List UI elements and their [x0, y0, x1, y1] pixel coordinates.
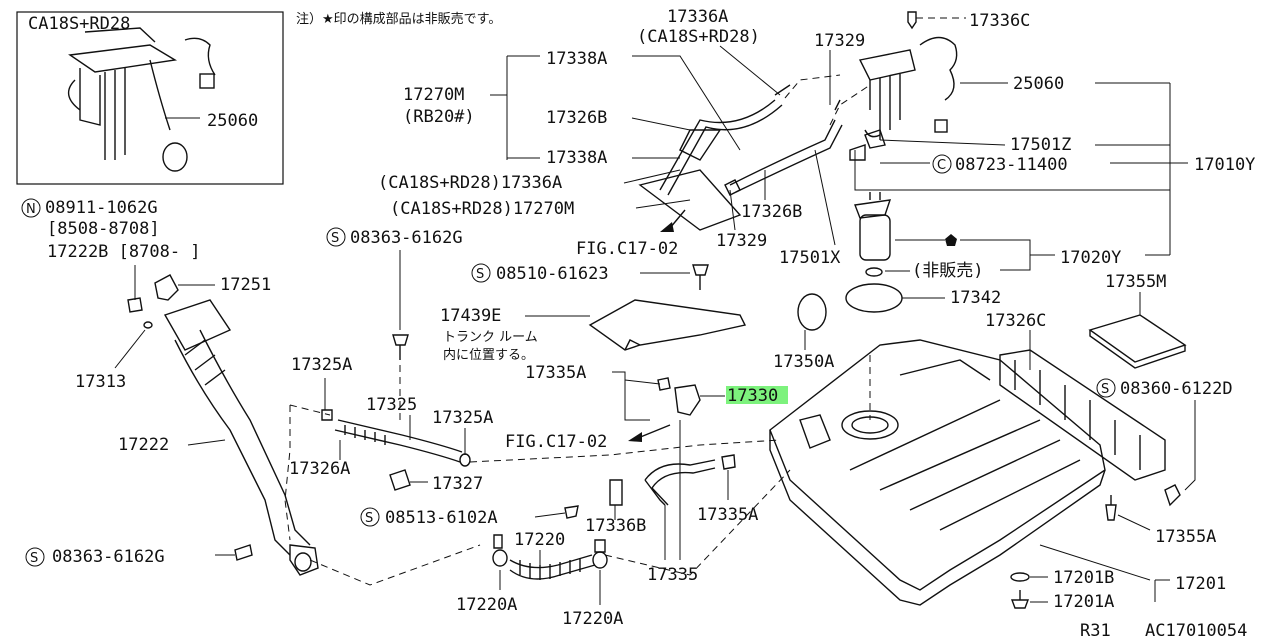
label-08513-6102A: 08513-6102A	[385, 508, 498, 528]
label-fig-c17-02-mid: FIG.C17-02	[505, 432, 607, 452]
label-17338A-top: 17338A	[546, 49, 607, 69]
label-17501X: 17501X	[779, 248, 841, 268]
fuel-gauge-unit	[858, 36, 958, 140]
label-17329-top: 17329	[814, 31, 865, 51]
label-17222B: 17222B [8708- ]	[47, 242, 201, 262]
hose-17220	[492, 549, 608, 580]
ref-r31: R31	[1080, 621, 1111, 640]
label-17336A-sub: (CA18S+RD28)	[637, 27, 760, 47]
label-17329-mid: 17329	[716, 231, 767, 251]
plate-17355M	[1088, 314, 1187, 363]
label-17326B-left: 17326B	[546, 108, 607, 128]
ref-code: AC17010054	[1145, 621, 1247, 640]
circle-s-08360: S	[1101, 382, 1109, 397]
label-17222: 17222	[118, 435, 169, 455]
label-17325A-right: 17325A	[432, 408, 493, 428]
label-17326A: 17326A	[289, 459, 350, 479]
band-17350A	[797, 293, 827, 331]
label-08360-6122D: 08360-6122D	[1120, 379, 1233, 399]
circle-s-08363-bot: S	[30, 551, 38, 566]
label-17439E: 17439E	[440, 306, 501, 326]
fuel-tank-17201	[769, 339, 1106, 606]
label-17336B: 17336B	[585, 516, 646, 536]
label-17338A-mid: 17338A	[546, 148, 607, 168]
circle-s-08513: S	[365, 511, 373, 526]
label-17020Y: 17020Y	[1060, 248, 1121, 268]
label-17335: 17335	[647, 565, 698, 585]
label-17326C: 17326C	[985, 311, 1046, 331]
label-17270M: 17270M	[403, 85, 464, 105]
hose-17335	[644, 459, 716, 506]
label-17336A-ca: (CA18S+RD28)17336A	[378, 173, 562, 193]
inset-frame	[16, 11, 284, 185]
screw-17336C	[907, 11, 917, 30]
label-25060: 25060	[1013, 74, 1064, 94]
label-17325A-top: 17325A	[291, 355, 352, 375]
label-17335A-bot: 17335A	[697, 505, 758, 525]
gasket-17342	[845, 283, 903, 313]
label-trunk-line2: 内に位置する。	[443, 347, 534, 363]
valve-17330	[674, 384, 701, 416]
label-17270M-sub: (RB20#)	[403, 107, 475, 127]
label-08363-6162G-top: 08363-6162G	[350, 228, 463, 248]
label-fig-c17-02-top: FIG.C17-02	[576, 239, 678, 259]
filler-tube-17222	[163, 299, 319, 576]
highlight-17330	[726, 386, 788, 404]
label-17335A-top: 17335A	[525, 363, 586, 383]
label-17355M: 17355M	[1105, 272, 1166, 292]
inset-fuel-gauge-unit	[67, 27, 216, 172]
label-17313: 17313	[75, 372, 126, 392]
protector-17326C	[999, 349, 1166, 481]
label-08363-6162G-bot: 08363-6162G	[52, 547, 165, 567]
circle-n-08911: N	[26, 202, 36, 217]
label-17326B-right: 17326B	[741, 202, 802, 222]
label-17342: 17342	[950, 288, 1001, 308]
fuel-pump	[854, 192, 892, 277]
label-hihanbai: (非販売)	[912, 261, 983, 281]
label-17350A: 17350A	[773, 352, 834, 372]
label-17220A-right: 17220A	[562, 609, 623, 629]
label-17251: 17251	[220, 275, 271, 295]
inset-title: CA18S+RD28	[28, 14, 130, 34]
label-17327: 17327	[432, 474, 483, 494]
label-17355A: 17355A	[1155, 527, 1216, 547]
note-text: 注）★印の構成部品は非販売です。	[296, 11, 501, 27]
cap-17251	[154, 274, 179, 301]
circle-c-08723: C	[937, 158, 946, 173]
filler-vent-hoses	[638, 84, 843, 231]
label-17220: 17220	[514, 530, 565, 550]
label-17325: 17325	[366, 395, 417, 415]
label-17220A-left: 17220A	[456, 595, 517, 615]
hose-17325	[334, 419, 471, 467]
label-08911-1062G: 08911-1062G	[45, 198, 158, 218]
label-17201: 17201	[1175, 574, 1226, 594]
protector-17439E	[588, 299, 747, 351]
label-17270M-ca: (CA18S+RD28)17270M	[390, 199, 574, 219]
label-17330: 17330	[727, 386, 778, 406]
label-25060-inset: 25060	[207, 111, 258, 131]
label-17336C: 17336C	[969, 11, 1030, 31]
circle-s-08363-top: S	[331, 231, 339, 246]
label-17010Y: 17010Y	[1194, 155, 1255, 175]
label-17201B: 17201B	[1053, 568, 1114, 588]
label-trunk-line1: トランク ルーム	[443, 330, 538, 345]
label-17201A: 17201A	[1053, 592, 1114, 612]
label-08510-61623: 08510-61623	[496, 264, 609, 284]
label-08723-11400: 08723-11400	[955, 155, 1068, 175]
circle-s-08510: S	[476, 267, 484, 282]
label-8508-8708: [8508-8708]	[47, 219, 160, 239]
label-17501Z: 17501Z	[1010, 135, 1071, 155]
label-17336A: 17336A	[667, 7, 728, 27]
bracket-17336B	[609, 479, 623, 506]
